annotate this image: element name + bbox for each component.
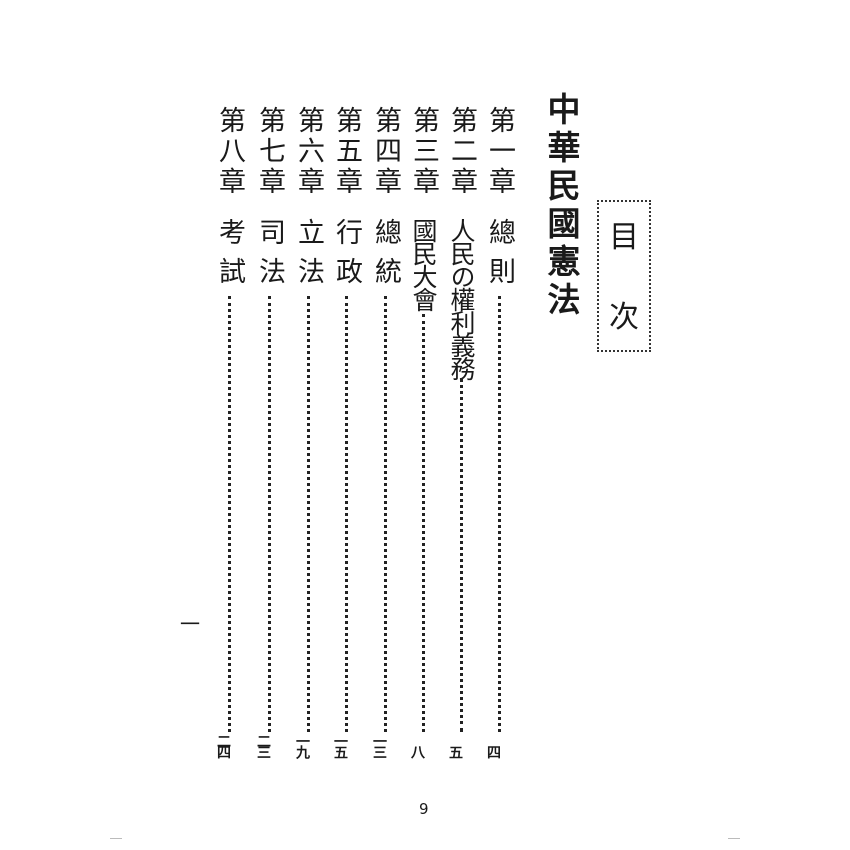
chapter-label: 第一章: [484, 106, 515, 198]
toc-entry[interactable]: 第八章 考試 二四: [214, 106, 245, 756]
chapter-label: 第三章: [408, 106, 439, 198]
page-ref: 五: [447, 745, 463, 756]
chapter-label: 第六章: [293, 106, 324, 198]
chapter-label: 第五章: [331, 106, 362, 198]
chapter-label: 第八章: [214, 106, 245, 198]
chapter-title: 總則: [484, 218, 515, 296]
chapter-title: 總統: [370, 218, 401, 296]
crop-mark: [110, 838, 122, 839]
chapter-title: 司法: [254, 218, 285, 296]
page-ref: 二三: [255, 734, 271, 756]
heading-char: 目: [609, 220, 639, 255]
toc-entry[interactable]: 第六章 立法 一九: [293, 106, 324, 756]
toc-entry[interactable]: 第七章 司法 二三: [254, 106, 285, 756]
heading-char: 次: [609, 300, 639, 335]
toc-entry[interactable]: 第四章 總統 一三: [370, 106, 401, 756]
chapter-label: 第四章: [370, 106, 401, 198]
crop-mark: [728, 838, 740, 839]
page-ref: 二四: [215, 734, 231, 756]
chapter-title: 人民の權利義務: [447, 218, 476, 379]
toc-entry[interactable]: 第一章 總則 四: [484, 106, 515, 756]
leader-dots: [384, 296, 387, 732]
page-ref: 四: [485, 745, 501, 756]
contents-heading-box: 目 次: [597, 200, 651, 352]
toc-entry[interactable]: 第五章 行政 一五: [331, 106, 362, 756]
page-number: 9: [419, 800, 429, 818]
leader-dots: [460, 378, 463, 732]
chapter-label: 第七章: [254, 106, 285, 198]
toc-entry[interactable]: 第二章 人民の權利義務 五: [446, 106, 477, 756]
folio-number: 一: [180, 612, 200, 636]
page-ref: 一九: [294, 734, 310, 756]
chapter-title: 國民大會: [409, 218, 438, 310]
chapter-title: 立法: [293, 218, 324, 296]
page-ref: 八: [409, 745, 425, 756]
page-ref: 一五: [332, 734, 348, 756]
leader-dots: [498, 296, 501, 732]
book-title: 中華民國憲法: [542, 92, 581, 320]
page-ref: 一三: [371, 734, 387, 756]
leader-dots: [422, 314, 425, 732]
leader-dots: [345, 296, 348, 732]
chapter-title: 考試: [214, 218, 245, 296]
leader-dots: [307, 296, 310, 732]
toc-entry[interactable]: 第三章 國民大會 八: [408, 106, 439, 756]
chapter-label: 第二章: [446, 106, 477, 198]
chapter-title: 行政: [331, 218, 362, 296]
leader-dots: [228, 296, 231, 732]
leader-dots: [268, 296, 271, 732]
